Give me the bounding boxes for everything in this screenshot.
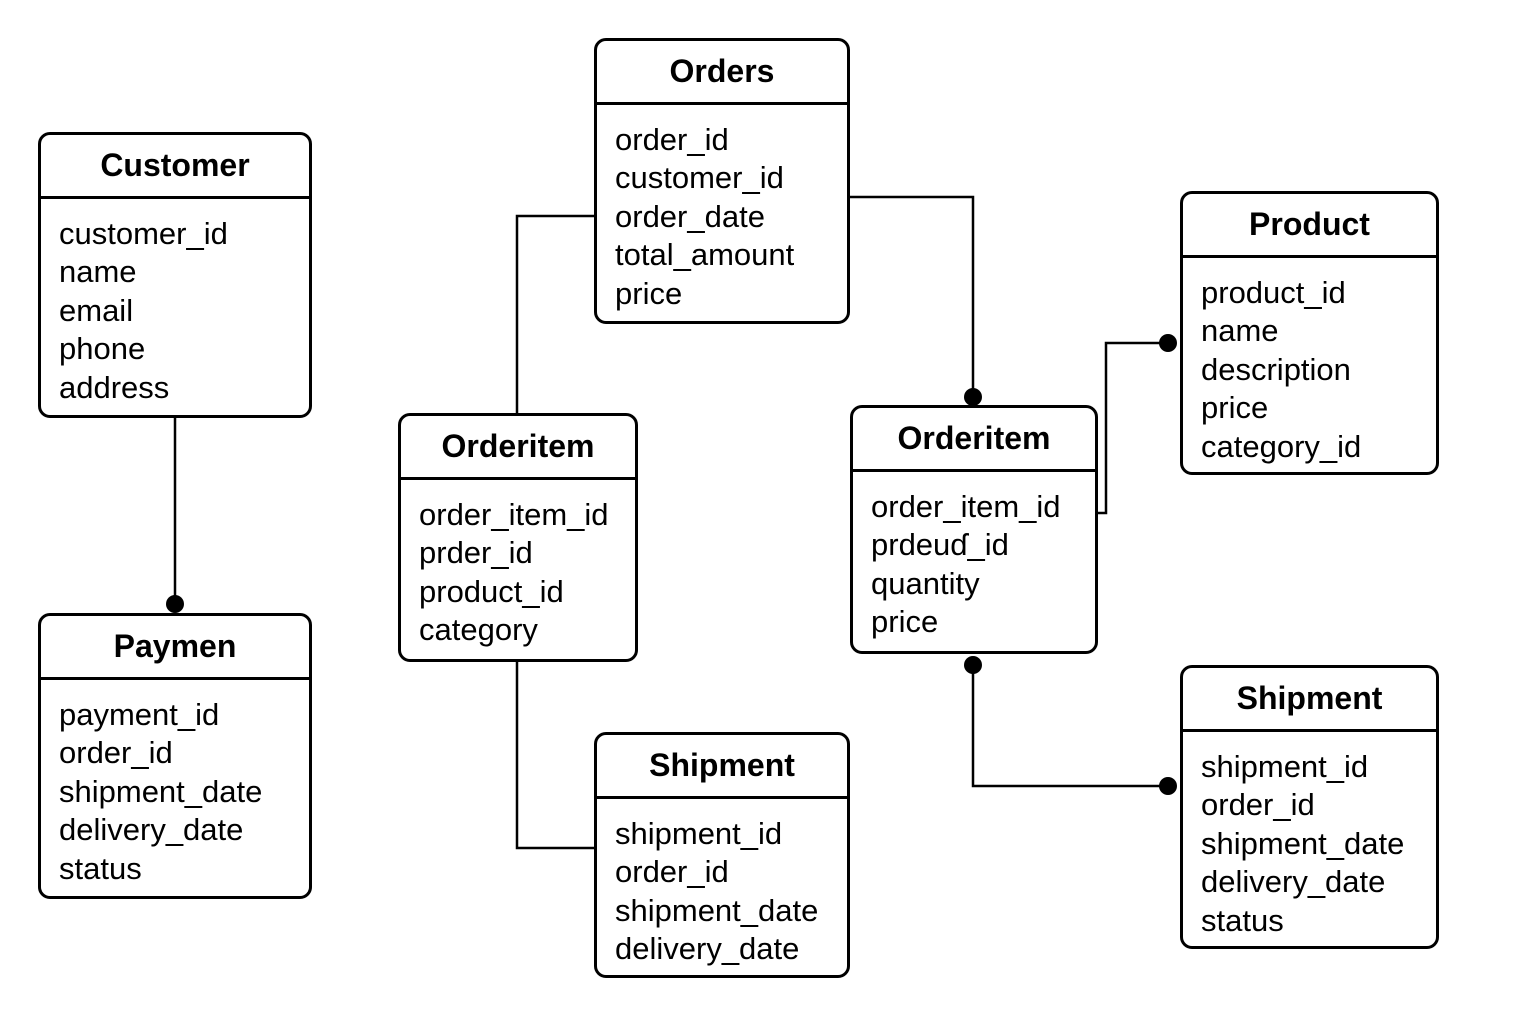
field-list: order_item_id prder_id product_id catego… xyxy=(401,480,635,650)
field-list: order_item_id prdeuɗ_id quantity price xyxy=(853,472,1095,642)
field-list: customer_id name email phone address xyxy=(41,199,309,407)
entity-title: Shipment xyxy=(1183,668,1436,732)
entity-title: Orderitem xyxy=(401,416,635,480)
field-list: payment_id order_id shipment_date delive… xyxy=(41,680,309,888)
field: shipment_date xyxy=(1201,825,1405,861)
field: price xyxy=(1201,390,1269,426)
entity-product: Product product_id name description pric… xyxy=(1180,191,1439,475)
entity-title: Shipment xyxy=(597,735,847,799)
field: order_date xyxy=(615,198,765,234)
field: delivery_date xyxy=(59,812,244,848)
field: name xyxy=(1201,313,1279,349)
connector-dot-orderitem-right-top xyxy=(964,388,982,406)
field: category xyxy=(419,612,538,648)
field: total_amount xyxy=(615,237,795,273)
connector-orderitem-left-shipment-middle xyxy=(515,662,594,850)
field: status xyxy=(59,850,142,886)
entity-orders: Orders order_id customer_id order_date t… xyxy=(594,38,850,324)
field: prdeuɗ_id xyxy=(871,527,1009,563)
field: status xyxy=(1201,902,1284,938)
entity-title: Orders xyxy=(597,41,847,105)
connector-orderitem-right-shipment-right xyxy=(971,665,1170,788)
field: description xyxy=(1201,351,1351,387)
entity-title: Paymen xyxy=(41,616,309,680)
field: delivery_date xyxy=(1201,864,1386,900)
entity-title: Customer xyxy=(41,135,309,199)
field: name xyxy=(59,254,137,290)
entity-orderitem-left: Orderitem order_item_id prder_id product… xyxy=(398,413,638,662)
field: payment_id xyxy=(59,697,220,732)
field-list: product_id name description price catego… xyxy=(1183,258,1436,466)
connector-orders-orderitem-left xyxy=(515,214,594,413)
field: order_id xyxy=(59,735,173,771)
field: customer_id xyxy=(59,216,228,251)
field: shipment_id xyxy=(1201,749,1369,784)
field-list: shipment_id order_id shipment_date deliv… xyxy=(1183,732,1436,940)
field-list: order_id customer_id order_date total_am… xyxy=(597,105,847,313)
connector-orders-orderitem-right xyxy=(850,195,975,397)
field: product_id xyxy=(1201,275,1346,310)
field: customer_id xyxy=(615,160,784,196)
field: order_item_id xyxy=(419,497,609,532)
entity-orderitem-right: Orderitem order_item_id prdeuɗ_id quanti… xyxy=(850,405,1098,654)
connector-dot-orderitem-right-bottom xyxy=(964,656,982,674)
field: shipment_date xyxy=(615,892,819,928)
field: price xyxy=(871,604,939,640)
field: product_id xyxy=(419,573,564,609)
field: prder_id xyxy=(419,535,533,571)
field: order_id xyxy=(615,854,729,890)
entity-title: Product xyxy=(1183,194,1436,258)
field: shipment_date xyxy=(59,773,263,809)
entity-payment: Paymen payment_id order_id shipment_date… xyxy=(38,613,312,899)
field: order_item_id xyxy=(871,489,1061,524)
field: phone xyxy=(59,331,146,367)
field-list: shipment_id order_id shipment_date deliv… xyxy=(597,799,847,969)
entity-shipment-right: Shipment shipment_id order_id shipment_d… xyxy=(1180,665,1439,949)
field: order_id xyxy=(615,122,729,157)
entity-customer: Customer customer_id name email phone ad… xyxy=(38,132,312,418)
connector-dot-payment xyxy=(166,595,184,613)
field: shipment_id xyxy=(615,816,783,851)
entity-title: Orderitem xyxy=(853,408,1095,472)
connector-dot-shipment-right xyxy=(1159,777,1177,795)
field: delivery_date xyxy=(615,931,800,967)
field: email xyxy=(59,292,134,328)
field: order_id xyxy=(1201,787,1315,823)
field: quantity xyxy=(871,565,980,601)
field: price xyxy=(615,275,683,311)
field: address xyxy=(59,369,170,405)
field: category_id xyxy=(1201,428,1362,464)
entity-shipment-middle: Shipment shipment_id order_id shipment_d… xyxy=(594,732,850,978)
connector-dot-product xyxy=(1159,334,1177,352)
connector-orderitem-right-product xyxy=(1098,341,1170,515)
